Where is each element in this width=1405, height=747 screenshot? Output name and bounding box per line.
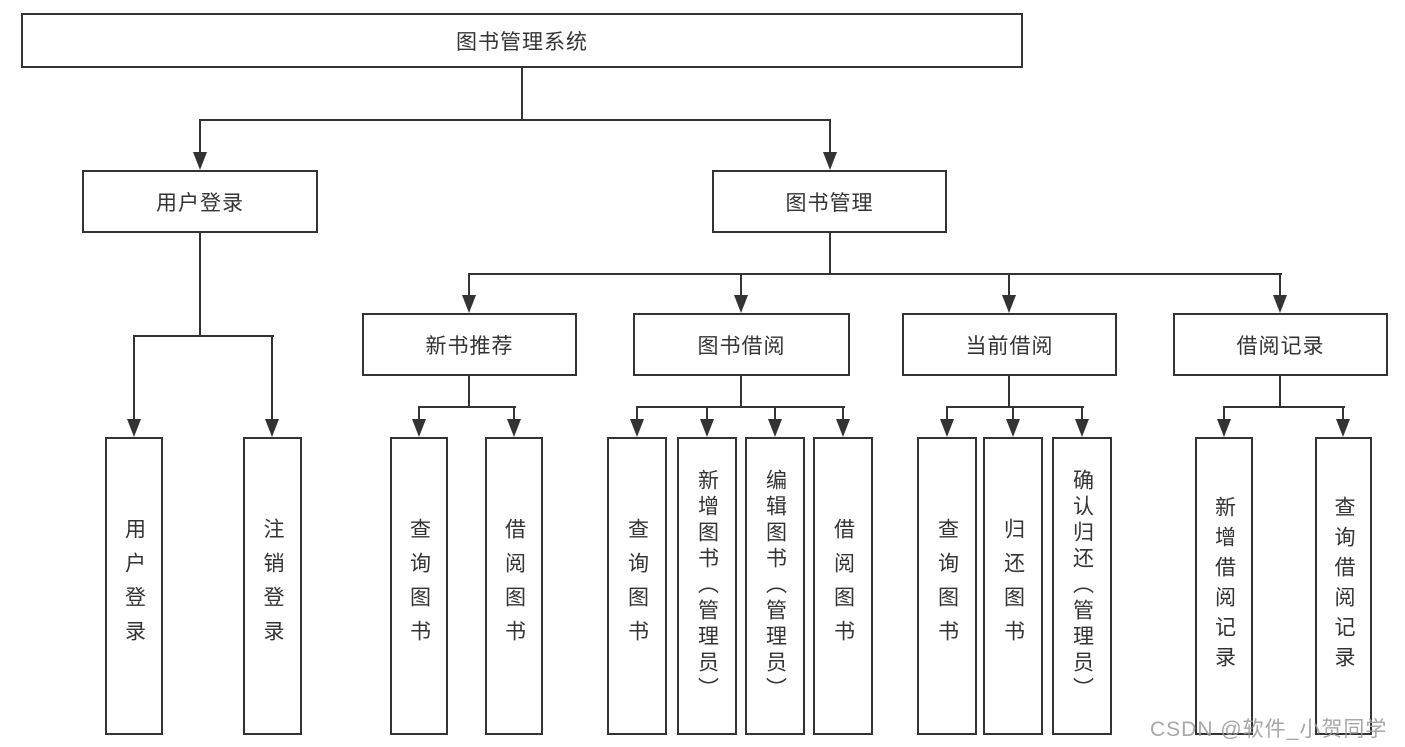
connector-line: [513, 406, 515, 421]
node-label: 查询图书: [407, 518, 431, 654]
down-arrowhead-icon: [836, 419, 850, 437]
node-root: 图书管理系统: [21, 13, 1023, 68]
leaf-records-add-record: 新增借阅记录: [1195, 437, 1253, 735]
node-label: 借阅记录: [1236, 334, 1325, 358]
connector-line: [419, 406, 516, 408]
node-book-borrow: 图书借阅: [633, 313, 850, 376]
down-arrowhead-icon: [768, 419, 782, 437]
connector-line: [521, 68, 523, 121]
node-label: 图书借阅: [697, 334, 786, 358]
connector-line: [468, 273, 470, 297]
connector-line: [418, 406, 420, 421]
connector-line: [199, 119, 831, 121]
node-current-borrow: 当前借阅: [902, 313, 1117, 376]
connector-line: [706, 406, 708, 421]
node-label: 查询图书: [625, 518, 649, 654]
connector-line: [1008, 376, 1010, 408]
node-borrow-records: 借阅记录: [1173, 313, 1388, 376]
leaf-current-return-book: 归还图书: [983, 437, 1043, 735]
down-arrowhead-icon: [507, 419, 521, 437]
node-label: 图书管理: [785, 191, 874, 215]
down-arrowhead-icon: [1006, 419, 1020, 437]
leaf-logout-login: 注销登录: [243, 437, 302, 735]
connector-line: [946, 406, 948, 421]
connector-line: [829, 233, 831, 275]
leaf-current-query-book: 查询图书: [917, 437, 977, 735]
node-label: 用户登录: [122, 518, 146, 654]
down-arrowhead-icon: [127, 419, 141, 437]
connector-line: [774, 406, 776, 421]
down-arrowhead-icon: [1075, 419, 1089, 437]
leaf-current-confirm-return-admin: 确认归还（管理员）: [1052, 437, 1112, 735]
connector-line: [1012, 406, 1014, 421]
leaf-recommend-borrow-book: 借阅图书: [485, 437, 543, 735]
leaf-borrow-query-book: 查询图书: [607, 437, 667, 735]
connector-line: [133, 335, 274, 337]
node-label: 借阅图书: [831, 518, 855, 654]
node-label: 图书管理系统: [456, 30, 588, 54]
down-arrowhead-icon: [734, 295, 748, 313]
connector-line: [199, 233, 201, 337]
down-arrowhead-icon: [1002, 295, 1016, 313]
node-label: 编辑图书（管理员）: [763, 469, 787, 703]
connector-line: [740, 273, 742, 297]
node-label: 用户登录: [156, 191, 244, 215]
node-label: 当前借阅: [965, 334, 1054, 358]
node-new-book-recommend: 新书推荐: [362, 313, 577, 376]
connector-line: [829, 119, 831, 154]
node-label: 确认归还（管理员）: [1070, 469, 1094, 703]
down-arrowhead-icon: [1217, 419, 1231, 437]
connector-line: [637, 406, 845, 408]
down-arrowhead-icon: [1273, 295, 1287, 313]
connector-line: [1279, 273, 1281, 297]
down-arrowhead-icon: [630, 419, 644, 437]
down-arrowhead-icon: [940, 419, 954, 437]
down-arrowhead-icon: [1336, 419, 1350, 437]
down-arrowhead-icon: [265, 419, 279, 437]
watermark-text: CSDN @软件_小贺同学: [1150, 718, 1388, 741]
down-arrowhead-icon: [462, 295, 476, 313]
connector-line: [1224, 406, 1345, 408]
connector-line: [842, 406, 844, 421]
node-label: 借阅图书: [502, 518, 526, 654]
connector-line: [1223, 406, 1225, 421]
connector-line: [1008, 273, 1010, 297]
connector-line: [947, 406, 1084, 408]
leaf-records-query-record: 查询借阅记录: [1315, 437, 1372, 735]
node-label: 注销登录: [261, 518, 284, 654]
node-label: 新增借阅记录: [1212, 496, 1236, 676]
leaf-borrow-edit-book-admin: 编辑图书（管理员）: [745, 437, 805, 735]
connector-line: [1279, 376, 1281, 408]
connector-line: [1081, 406, 1083, 421]
connector-line: [740, 376, 742, 408]
connector-line: [199, 119, 201, 154]
node-label: 查询借阅记录: [1332, 496, 1355, 676]
node-label: 查询图书: [935, 518, 959, 654]
connector-line: [468, 376, 470, 408]
node-label: 新增图书（管理员）: [695, 469, 719, 703]
connector-line: [636, 406, 638, 421]
node-label: 新书推荐: [425, 334, 514, 358]
connector-line: [1342, 406, 1344, 421]
down-arrowhead-icon: [412, 419, 426, 437]
leaf-recommend-query-book: 查询图书: [390, 437, 448, 735]
down-arrowhead-icon: [823, 152, 837, 170]
node-book-management: 图书管理: [712, 170, 947, 233]
connector-line: [133, 335, 135, 421]
node-user-login: 用户登录: [82, 170, 318, 233]
leaf-borrow-add-book-admin: 新增图书（管理员）: [677, 437, 737, 735]
down-arrowhead-icon: [193, 152, 207, 170]
connector-line: [469, 273, 1282, 275]
node-label: 归还图书: [1001, 518, 1025, 654]
leaf-borrow-borrow-book: 借阅图书: [813, 437, 873, 735]
down-arrowhead-icon: [700, 419, 714, 437]
leaf-user-login: 用户登录: [105, 437, 163, 735]
connector-line: [271, 335, 273, 421]
